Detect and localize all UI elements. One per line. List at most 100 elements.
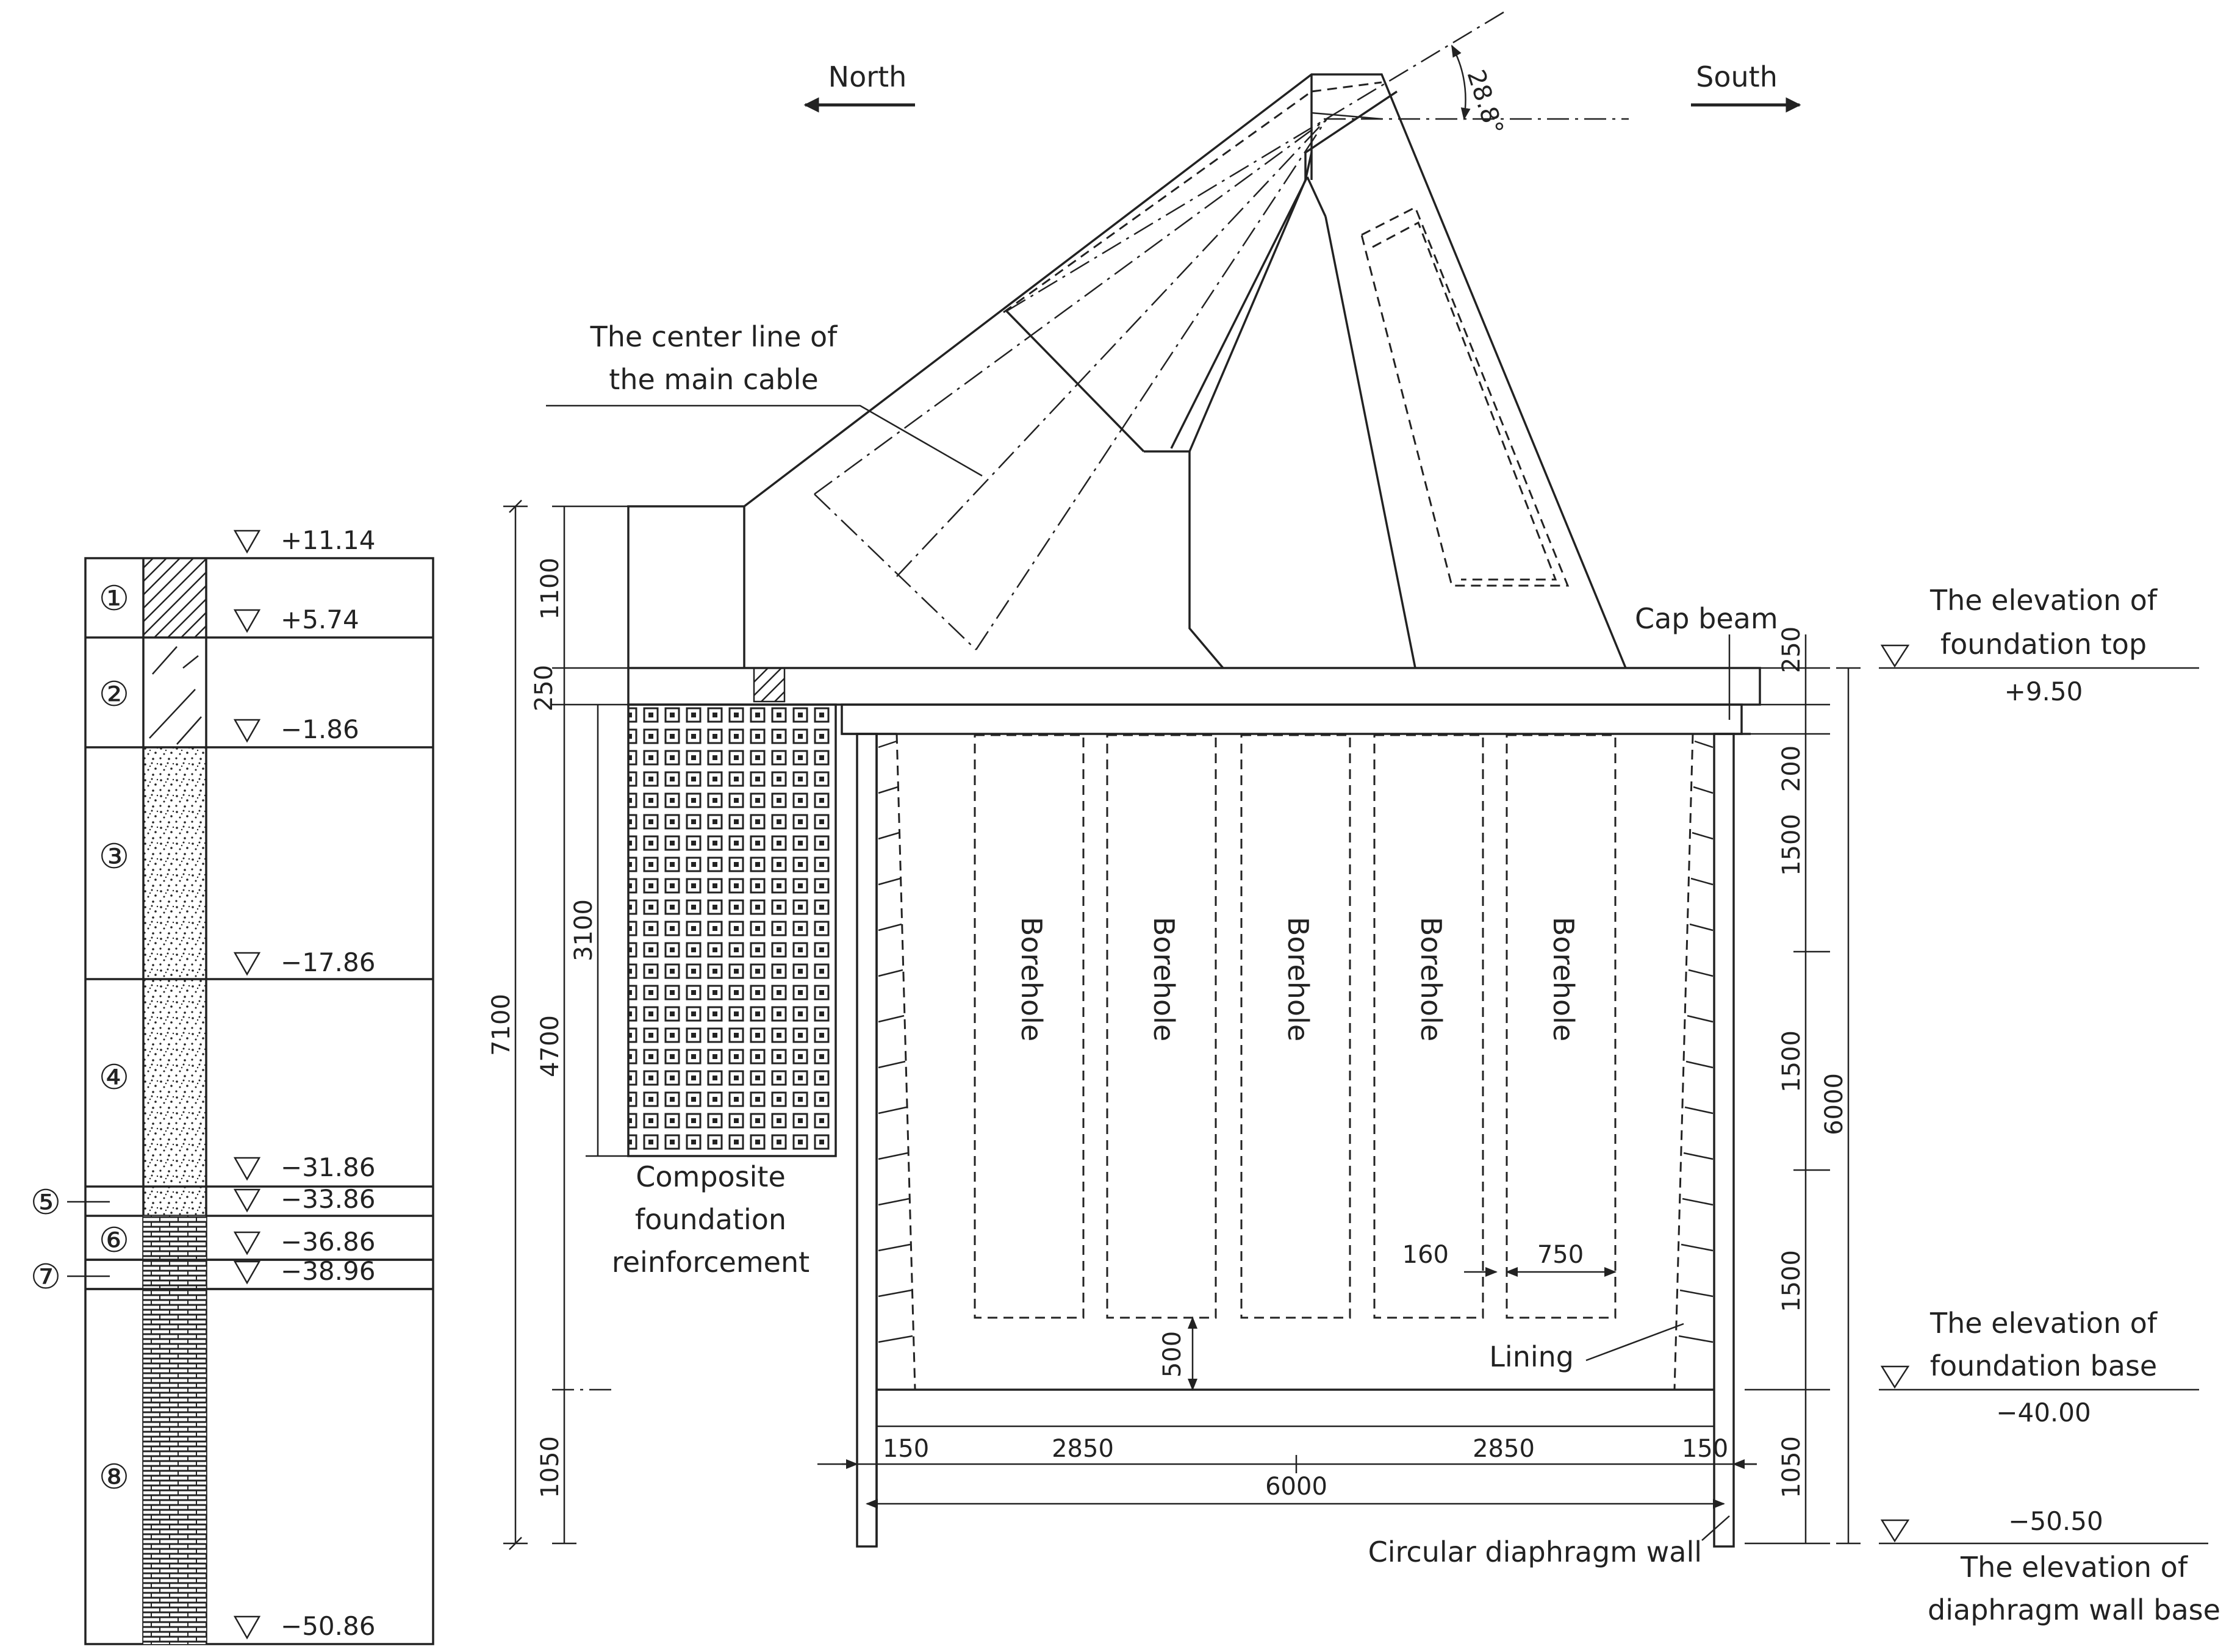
composite-label-line1: Composite bbox=[636, 1160, 786, 1193]
dim-gap-160: 160 bbox=[1402, 1241, 1449, 1269]
left-dimensions: 7100 1100 250 4700 1050 3100 bbox=[487, 500, 628, 1550]
lining-blocks-left bbox=[878, 740, 913, 1343]
main-cable-callout: The center line of the main cable bbox=[546, 320, 983, 477]
diaphragm-wall-right bbox=[1713, 733, 1735, 1548]
composite-label-line2: foundation bbox=[635, 1203, 786, 1236]
borehole-5 bbox=[1506, 734, 1617, 1319]
soil-layer-8-label: ⑧ bbox=[99, 1457, 129, 1497]
dim-left-250: 250 bbox=[530, 665, 558, 711]
elevation-foundation-base: The elevation of foundation base −40.00 bbox=[1879, 1307, 2199, 1428]
soil-elev-2: +5.74 bbox=[281, 605, 359, 634]
dim-right-1500-a: 1500 bbox=[1778, 814, 1806, 876]
diaphragm-wall-left bbox=[856, 733, 878, 1548]
dim-left-1050: 1050 bbox=[536, 1436, 564, 1498]
dim-left-1100: 1100 bbox=[536, 558, 564, 620]
dim-bottom-6000: 6000 bbox=[1265, 1473, 1327, 1501]
soil-elev-5: −31.86 bbox=[281, 1152, 375, 1182]
lining-label: Lining bbox=[1489, 1340, 1574, 1373]
cable-angle-label: 28.8° bbox=[1461, 66, 1508, 138]
foundation-base-title1: The elevation of bbox=[1929, 1307, 2158, 1340]
soil-layer-4-label: ④ bbox=[99, 1058, 129, 1097]
dim-width-750: 750 bbox=[1537, 1241, 1584, 1269]
borehole-1 bbox=[974, 734, 1085, 1319]
soil-pattern-clay bbox=[149, 646, 202, 745]
borehole-2 bbox=[1106, 734, 1217, 1319]
foundation-top-value: +9.50 bbox=[2005, 677, 2083, 706]
borehole-3 bbox=[1240, 734, 1351, 1319]
dim-left-total: 7100 bbox=[487, 994, 515, 1056]
dim-bottom-2850-right: 2850 bbox=[1473, 1435, 1535, 1463]
diaphragm-wall-label: Circular diaphragm wall bbox=[1368, 1535, 1702, 1568]
right-dimensions: 250 200 1500 1500 1500 1050 6000 bbox=[1745, 627, 1861, 1545]
cap-beam bbox=[841, 703, 1743, 735]
soil-elev-8: −38.96 bbox=[281, 1256, 375, 1286]
soil-pattern-sand-thin bbox=[143, 1187, 206, 1216]
soil-pattern-rock bbox=[143, 1216, 206, 1644]
wall-base-value: −50.50 bbox=[2008, 1506, 2103, 1536]
anchor-chamber-dashed bbox=[1360, 206, 1570, 587]
soil-elev-7: −36.86 bbox=[281, 1227, 375, 1257]
anchorage-body: 28.8° bbox=[627, 11, 1629, 669]
composite-label-line3: reinforcement bbox=[612, 1246, 809, 1279]
dim-right-1050: 1050 bbox=[1778, 1436, 1806, 1498]
dim-left-3100: 3100 bbox=[570, 899, 598, 961]
bottom-dimensions: 150 2850 2850 150 6000 500 160 750 bbox=[817, 1241, 1757, 1509]
dim-right-250: 250 bbox=[1778, 627, 1806, 673]
main-cable-label-line1: The center line of bbox=[590, 320, 839, 353]
soil-elev-6: −33.86 bbox=[281, 1184, 375, 1214]
soil-column: ① ② ③ ④ ⑤ ⑥ ⑦ ⑧ +11.14 +5.74 −1.86 −17.8… bbox=[31, 525, 434, 1645]
wall-base-title1: The elevation of bbox=[1960, 1551, 2189, 1584]
soil-pattern-sand bbox=[143, 747, 206, 1187]
soil-layer-5-label: ⑤ bbox=[31, 1183, 61, 1223]
dim-right-1500-c: 1500 bbox=[1778, 1250, 1806, 1312]
main-cable-label-line2: the main cable bbox=[609, 363, 818, 396]
composite-foundation bbox=[627, 703, 837, 1157]
lining-blocks-right bbox=[1678, 740, 1714, 1343]
soil-layer-6-label: ⑥ bbox=[99, 1221, 129, 1260]
soil-elev-1: +11.14 bbox=[281, 525, 375, 555]
soil-elev-3: −1.86 bbox=[281, 714, 359, 744]
elevation-foundation-top: The elevation of foundation top +9.50 bbox=[1879, 584, 2199, 706]
north-label: North bbox=[828, 60, 907, 93]
wall-base-title2: diaphragm wall base bbox=[1928, 1593, 2220, 1626]
north-arrow: North bbox=[803, 60, 915, 113]
soil-layer-1-label: ① bbox=[99, 579, 129, 619]
soil-layer-2-label: ② bbox=[99, 675, 129, 714]
borehole-5-label: Borehole bbox=[1547, 917, 1580, 1041]
dim-left-4700: 4700 bbox=[536, 1015, 564, 1077]
cap-slab bbox=[627, 667, 1761, 706]
foundation-structure: Borehole Borehole Borehole Borehole Bore… bbox=[627, 667, 1761, 1548]
borehole-1-label: Borehole bbox=[1015, 917, 1048, 1041]
anchorage-outline bbox=[627, 73, 1627, 669]
lining-right bbox=[1673, 733, 1694, 1390]
dim-right-6000: 6000 bbox=[1820, 1073, 1848, 1135]
borehole-4 bbox=[1373, 734, 1484, 1319]
dim-right-1500-b: 1500 bbox=[1778, 1030, 1806, 1093]
foundation-top-title2: foundation top bbox=[1940, 628, 2147, 661]
foundation-base-value: −40.00 bbox=[1996, 1398, 2091, 1428]
dim-right-200: 200 bbox=[1778, 745, 1806, 792]
borehole-4-label: Borehole bbox=[1415, 917, 1448, 1041]
soil-pattern-hatch bbox=[143, 558, 206, 637]
south-arrow: South bbox=[1691, 60, 1801, 113]
dim-depth-500: 500 bbox=[1158, 1331, 1186, 1377]
foundation-base-title2: foundation base bbox=[1930, 1349, 2157, 1382]
dim-bottom-150-left: 150 bbox=[883, 1435, 929, 1463]
soil-layer-7-label: ⑦ bbox=[31, 1257, 61, 1297]
cap-beam-label: Cap beam bbox=[1635, 602, 1778, 635]
foundation-top-title1: The elevation of bbox=[1929, 584, 2158, 617]
main-cable-center-line bbox=[1006, 11, 1504, 312]
soil-elev-9: −50.86 bbox=[281, 1611, 375, 1641]
soil-elev-4: −17.86 bbox=[281, 947, 375, 977]
soil-layer-3-label: ③ bbox=[99, 837, 129, 877]
soil-table-frame bbox=[84, 557, 434, 1645]
borehole-2-label: Borehole bbox=[1147, 917, 1180, 1041]
soil-elevation-markers: +11.14 +5.74 −1.86 −17.86 −31.86 −33.86 … bbox=[233, 525, 375, 1641]
dim-bottom-150-right: 150 bbox=[1682, 1435, 1728, 1463]
borehole-3-label: Borehole bbox=[1282, 917, 1315, 1041]
south-label: South bbox=[1696, 60, 1778, 93]
elevation-wall-base: −50.50 The elevation of diaphragm wall b… bbox=[1879, 1506, 2220, 1626]
lining-left bbox=[896, 733, 916, 1390]
dim-bottom-2850-left: 2850 bbox=[1052, 1435, 1114, 1463]
